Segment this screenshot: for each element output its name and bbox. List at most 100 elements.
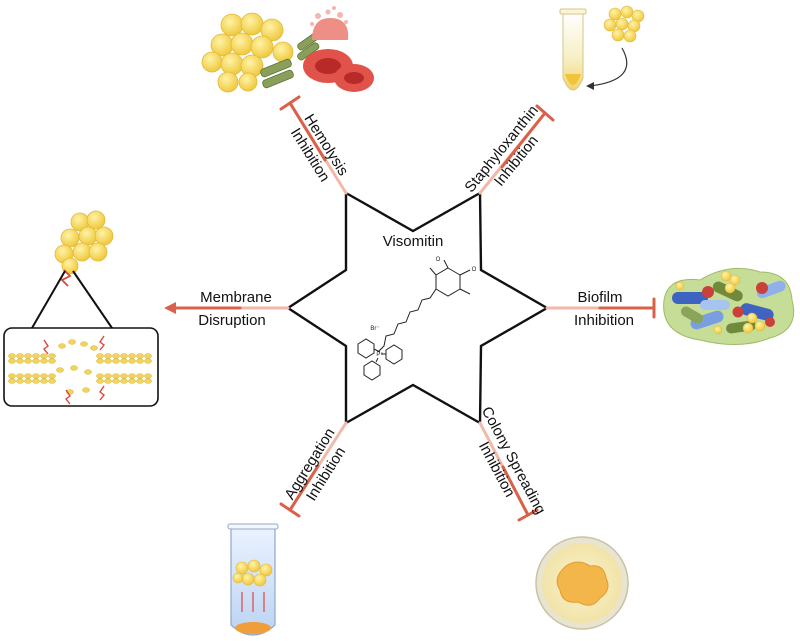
lipid-bead [120, 378, 128, 384]
disruption-bolts [43, 335, 105, 405]
lipid-bead [104, 378, 112, 384]
colony-illustration [535, 536, 629, 630]
lipid-bead [136, 353, 144, 359]
membrane-disruption-arrow [164, 302, 290, 314]
biofilm-label: Biofilm Inhibition [574, 289, 634, 329]
membrane-illustration [3, 210, 159, 407]
lipid-bead [32, 358, 40, 364]
lipid-bead [40, 378, 48, 384]
toxin-rods [260, 32, 320, 89]
sedimentation-arrows [241, 592, 265, 612]
lipid-bead [8, 353, 16, 359]
hexagram-outline [285, 190, 550, 426]
lipid-bead [120, 358, 128, 364]
biofilm-red-cocci [702, 282, 775, 327]
alkyl-chain [377, 288, 437, 353]
hemolysis-illustration [201, 6, 374, 93]
lipid-bead-scattered [90, 345, 98, 351]
biofilm-inhibitor-line [545, 297, 656, 319]
lipid-bead [96, 378, 104, 384]
lipid-bead [48, 373, 56, 379]
lipid-bead [96, 358, 104, 364]
lipid-bead [120, 373, 128, 379]
lipid-bead-scattered [58, 343, 66, 349]
lipid-bead-scattered [84, 369, 92, 375]
red-blood-cells [303, 6, 374, 92]
lipid-bead [96, 353, 104, 359]
lipid-bead [96, 373, 104, 379]
phenyl-ring-3 [363, 360, 381, 381]
bromide-label: Br⁻ [370, 326, 379, 332]
biofilm-label-line1: Biofilm [577, 289, 622, 306]
lipid-bead [48, 353, 56, 359]
lipid-bead [128, 353, 136, 359]
colony-blob [556, 561, 609, 606]
biofilm-rods [672, 280, 786, 334]
lipid-bead [120, 353, 128, 359]
lipid-bead [24, 353, 32, 359]
staph-cluster-membrane [54, 210, 114, 275]
lipid-bead [40, 353, 48, 359]
lipid-bead [24, 358, 32, 364]
lipid-bead [136, 358, 144, 364]
staphyloxanthin-inhibitor-line [478, 104, 555, 195]
lipid-bead-scattered [82, 387, 90, 393]
biofilm-illustration [663, 267, 795, 346]
quinone-ring [429, 259, 471, 297]
lipid-bead [112, 378, 120, 384]
lipid-bead [112, 353, 120, 359]
oxygen-label-1: O [436, 257, 441, 263]
staph-cluster-tube [232, 559, 273, 587]
eppendorf-tube [562, 11, 584, 91]
biofilm-yellow-cocci [675, 270, 766, 335]
membrane-zoom-box [3, 327, 159, 407]
lipid-bilayer [8, 339, 152, 395]
staphyloxanthin-illustration [559, 5, 645, 91]
membrane-label-line2: Disruption [198, 312, 266, 329]
lipid-bead-scattered [56, 367, 64, 373]
lipid-bead [104, 353, 112, 359]
hemolysis-inhibitor-line [279, 95, 348, 195]
lipid-bead [128, 373, 136, 379]
lipid-bead [128, 378, 136, 384]
lipid-bead [24, 373, 32, 379]
phosphorus-label: P⁺ [376, 351, 383, 358]
lipid-bead [8, 373, 16, 379]
aggregation-inhibitor-line [279, 421, 348, 518]
lipid-bead [104, 373, 112, 379]
lipid-bead [144, 353, 152, 359]
colony-label: Colony Spreading Inhibition [475, 404, 549, 517]
staph-cluster-top-left [201, 12, 294, 93]
lipid-bead-scattered [70, 365, 78, 371]
lipid-bead [8, 358, 16, 364]
membrane-label: Membrane Disruption [198, 289, 272, 329]
lipid-bead [16, 358, 24, 364]
lipid-bead [144, 378, 152, 384]
lipid-bead [16, 378, 24, 384]
lipid-bead [104, 358, 112, 364]
lipid-bead [32, 378, 40, 384]
lipid-bead [32, 373, 40, 379]
staph-cluster-small [603, 5, 645, 43]
inhibition-lines [164, 95, 656, 522]
lipid-bead [144, 358, 152, 364]
center-title: Visomitin [383, 233, 444, 250]
aggregation-illustration [227, 523, 279, 636]
colony-spreading-inhibitor-line [478, 421, 539, 522]
lipid-bead [112, 358, 120, 364]
lipid-bead-scattered [68, 339, 76, 345]
lipid-bead [48, 358, 56, 364]
oxygen-label-2: O [472, 267, 477, 273]
lipid-bead [112, 373, 120, 379]
lipid-bead [16, 373, 24, 379]
lipid-bead [16, 353, 24, 359]
lipid-bead [40, 373, 48, 379]
lipid-bead [48, 378, 56, 384]
phenyl-ring-1 [357, 338, 375, 359]
visomitin-molecule [357, 259, 471, 381]
membrane-label-line1: Membrane [200, 289, 272, 306]
lipid-bead [40, 358, 48, 364]
lipid-bead [136, 373, 144, 379]
